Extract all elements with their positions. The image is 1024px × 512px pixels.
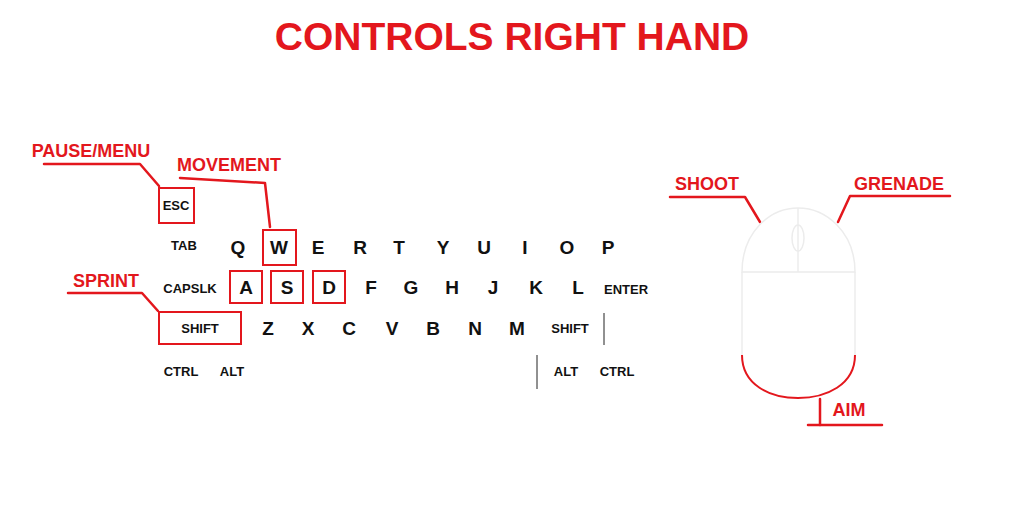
key-label: K — [529, 278, 543, 297]
key-label: R — [353, 238, 367, 257]
key-label: D — [322, 278, 336, 297]
callout-label: MOVEMENT — [177, 156, 281, 174]
callout-label: AIM — [833, 401, 866, 419]
key-label: E — [312, 238, 325, 257]
key-box: SHIFT — [158, 311, 242, 345]
key-label: CTRL — [164, 365, 199, 378]
key-label: A — [239, 278, 253, 297]
mouse-wheel — [792, 225, 804, 251]
key-label: O — [560, 238, 575, 257]
key-label: S — [281, 278, 294, 297]
key-label: TAB — [171, 239, 197, 252]
key-label: U — [477, 238, 491, 257]
key-label: X — [302, 319, 315, 338]
key-label: C — [342, 319, 356, 338]
key-label: W — [270, 238, 288, 257]
title: CONTROLS RIGHT HAND — [275, 17, 749, 56]
key-box: A — [229, 270, 263, 304]
callout-label: SPRINT — [73, 272, 139, 290]
key-label: Z — [262, 319, 274, 338]
key-label: P — [602, 238, 615, 257]
callout-label: PAUSE/MENU — [32, 142, 151, 160]
mouse-body — [742, 208, 855, 272]
key-box: S — [270, 270, 304, 304]
key-box: ESC — [158, 187, 195, 224]
key-label: CTRL — [600, 365, 635, 378]
key-label: CAPSLK — [163, 282, 216, 295]
leader-line — [819, 399, 822, 425]
key-label: F — [365, 278, 377, 297]
key-label: ALT — [554, 365, 578, 378]
mouse-divider — [797, 208, 799, 272]
mouse-body — [854, 272, 856, 355]
leader-line — [838, 196, 950, 222]
key-box: D — [312, 270, 346, 304]
mouse-bottom — [742, 355, 855, 398]
key-label: B — [426, 319, 440, 338]
key-separator — [604, 313, 605, 345]
key-label: Y — [437, 238, 450, 257]
callout-label: SHOOT — [675, 175, 739, 193]
key-label: L — [572, 278, 584, 297]
key-separator — [537, 355, 538, 389]
key-label: SHIFT — [551, 322, 589, 335]
key-label: ESC — [163, 199, 190, 212]
key-label: M — [509, 319, 525, 338]
key-label: J — [488, 278, 499, 297]
key-label: SHIFT — [181, 322, 219, 335]
leader-line — [670, 197, 760, 222]
key-label: T — [393, 238, 405, 257]
key-box: W — [262, 229, 297, 266]
key-label: H — [445, 278, 459, 297]
callout-label: GRENADE — [854, 175, 944, 193]
key-label: G — [404, 278, 419, 297]
key-label: V — [386, 319, 399, 338]
key-label: N — [468, 319, 482, 338]
mouse-body — [741, 272, 743, 355]
key-label: ENTER — [604, 283, 648, 296]
leader-line — [68, 293, 158, 311]
leader-line — [44, 164, 159, 186]
key-label: ALT — [220, 365, 244, 378]
key-label: Q — [231, 238, 246, 257]
key-label: I — [522, 238, 527, 257]
